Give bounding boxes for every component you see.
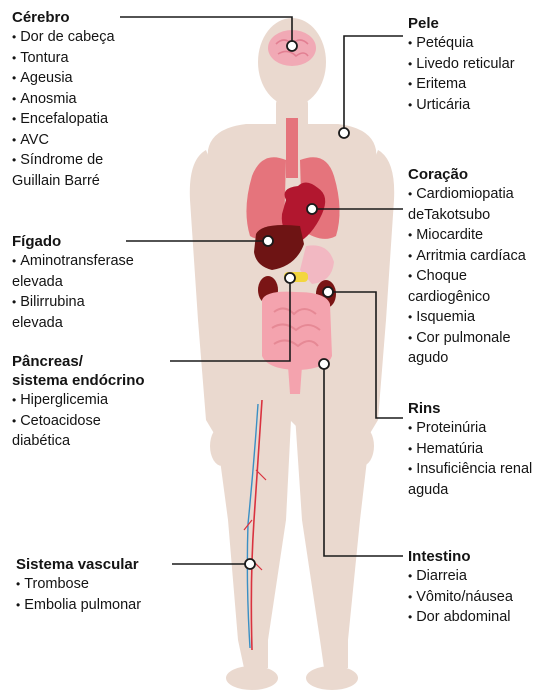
list-item: •Livedo reticular	[408, 54, 558, 75]
label-title-pancreas: Pâncreas/ sistema endócrino	[12, 352, 192, 390]
label-figado: Fígado •Aminotransferase elevada •Bilirr…	[12, 232, 192, 333]
label-title-vascular: Sistema vascular	[16, 555, 196, 574]
label-list-figado: •Aminotransferase elevada •Bilirrubina e…	[12, 251, 192, 333]
marker-coracao	[307, 204, 317, 214]
label-intestino: Intestino •Diarreia •Vômito/náusea •Dor …	[408, 547, 558, 628]
list-item: •Dor abdominal	[408, 607, 558, 628]
list-item: •Choque cardiogênico	[408, 266, 558, 307]
label-vascular: Sistema vascular •Trombose •Embolia pulm…	[16, 555, 196, 615]
list-item: •AVC	[12, 130, 162, 151]
marker-figado	[263, 236, 273, 246]
list-item: •Cardiomiopatia deTakotsubo	[408, 184, 558, 225]
marker-cerebro	[287, 41, 297, 51]
label-list-pancreas: •Hiperglicemia •Cetoacidose diabética	[12, 390, 192, 452]
list-item: •Dor de cabeça	[12, 27, 162, 48]
trachea	[286, 118, 298, 178]
label-list-intestino: •Diarreia •Vômito/náusea •Dor abdominal	[408, 566, 558, 628]
label-title-rins: Rins	[408, 399, 558, 418]
list-item: •Cetoacidose diabética	[12, 411, 192, 452]
label-list-cerebro: •Dor de cabeça •Tontura •Ageusia •Anosmi…	[12, 27, 162, 191]
list-item: •Encefalopatia	[12, 109, 162, 130]
list-item: •Urticária	[408, 95, 558, 116]
leader-line-pele	[344, 36, 403, 133]
marker-rins	[323, 287, 333, 297]
label-pancreas: Pâncreas/ sistema endócrino •Hiperglicem…	[12, 352, 192, 452]
list-item: •Hematúria	[408, 439, 558, 460]
label-list-vascular: •Trombose •Embolia pulmonar	[16, 574, 196, 615]
list-item: •Anosmia	[12, 89, 162, 110]
marker-pancreas	[285, 273, 295, 283]
list-item: •Miocardite	[408, 225, 558, 246]
list-item: •Cor pulmonale agudo	[408, 328, 558, 369]
list-item: •Ageusia	[12, 68, 162, 89]
list-item: •Bilirrubina elevada	[12, 292, 192, 333]
label-list-pele: •Petéquia •Livedo reticular •Eritema •Ur…	[408, 33, 558, 115]
list-item: •Proteinúria	[408, 418, 558, 439]
label-list-coracao: •Cardiomiopatia deTakotsubo •Miocardite …	[408, 184, 558, 369]
label-rins: Rins •Proteinúria •Hematúria •Insuficiên…	[408, 399, 558, 500]
list-item: •Aminotransferase elevada	[12, 251, 192, 292]
list-item: •Vômito/náusea	[408, 587, 558, 608]
list-item: •Petéquia	[408, 33, 558, 54]
list-item: •Embolia pulmonar	[16, 595, 196, 616]
label-title-cerebro: Cérebro	[12, 8, 162, 27]
list-item: •Insuficiência renal aguda	[408, 459, 558, 500]
list-item: •Arritmia cardíaca	[408, 246, 558, 267]
label-pele: Pele •Petéquia •Livedo reticular •Eritem…	[408, 14, 558, 115]
list-item: •Diarreia	[408, 566, 558, 587]
list-item: •Eritema	[408, 74, 558, 95]
marker-intestino	[319, 359, 329, 369]
label-cerebro: Cérebro •Dor de cabeça •Tontura •Ageusia…	[12, 8, 162, 191]
list-item: •Trombose	[16, 574, 196, 595]
label-title-intestino: Intestino	[408, 547, 558, 566]
marker-vascular	[245, 559, 255, 569]
list-item: •Síndrome de Guillain Barré	[12, 150, 162, 191]
label-title-coracao: Coração	[408, 165, 558, 184]
label-coracao: Coração •Cardiomiopatia deTakotsubo •Mio…	[408, 165, 558, 369]
list-item: •Tontura	[12, 48, 162, 69]
label-title-pele: Pele	[408, 14, 558, 33]
list-item: •Hiperglicemia	[12, 390, 192, 411]
label-title-figado: Fígado	[12, 232, 192, 251]
list-item: •Isquemia	[408, 307, 558, 328]
marker-pele	[339, 128, 349, 138]
label-list-rins: •Proteinúria •Hematúria •Insuficiência r…	[408, 418, 558, 500]
